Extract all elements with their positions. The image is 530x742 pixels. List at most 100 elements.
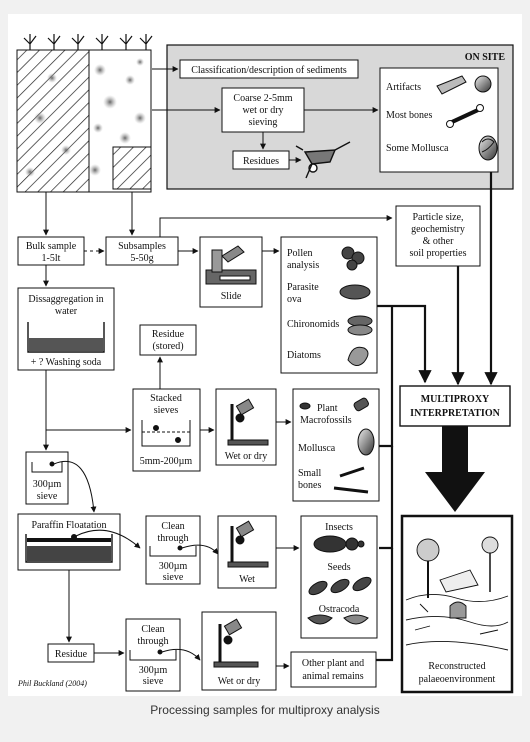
- stacked-line-1: Stacked: [150, 393, 182, 404]
- small-bones-line-1: Small: [298, 468, 322, 479]
- residue-stored-line-2: (stored): [152, 341, 183, 352]
- diatoms-label: Diatoms: [287, 350, 321, 361]
- figure-caption: Processing samples for multiproxy analys…: [150, 703, 380, 717]
- diatom-icon: [347, 346, 369, 366]
- water-tank-icon: [27, 322, 105, 353]
- microscope-icon-2: [227, 520, 269, 568]
- disaggregation-box: [17, 287, 115, 371]
- wet-or-dry-label-2: Wet or dry: [218, 676, 261, 687]
- subsamples-box: [105, 236, 179, 266]
- multiproxy-box: [399, 385, 511, 427]
- sieve300-3-line-2: sieve: [143, 676, 164, 687]
- credit-text: Phil Buckland (2004): [17, 679, 87, 688]
- slide-label: Slide: [221, 291, 242, 302]
- clean-2-line-1: Clean: [141, 624, 164, 635]
- bulk-line-1: Bulk sample: [26, 241, 77, 252]
- wheelbarrow-icon: [295, 141, 351, 179]
- multiproxy-line-2: INTERPRETATION: [410, 408, 500, 419]
- reconstructed-line-1: Reconstructed: [428, 661, 485, 672]
- coarse-line-1: Coarse 2-5mm: [233, 93, 292, 104]
- pollen-grain-icon: [341, 246, 365, 271]
- stacked-range-label: 5mm-200µm: [140, 456, 193, 467]
- wet-label: Wet: [239, 574, 255, 585]
- snail-shell-icon: [478, 135, 498, 161]
- stacked-line-2: sieves: [154, 405, 179, 416]
- floatation-tank-icon: [25, 534, 113, 563]
- finds-artifacts: Artifacts: [386, 82, 421, 93]
- other-remains-box: [290, 651, 377, 688]
- insects-label: Insects: [325, 522, 353, 533]
- sieve300-box-1: [25, 451, 69, 505]
- plant-line-1: Plant: [317, 403, 338, 414]
- bulk-line-2: 1-5lt: [42, 253, 61, 264]
- residue-label: Residue: [55, 649, 88, 660]
- parasite-line-1: Parasite: [287, 282, 319, 293]
- chironomids-label: Chironomids: [287, 319, 339, 330]
- wet-or-dry-label-1: Wet or dry: [225, 451, 268, 462]
- other-remains-line-2: animal remains: [302, 671, 363, 682]
- pollen-line-1: Pollen: [287, 248, 313, 259]
- pollen-line-2: analysis: [287, 260, 319, 271]
- sieve300-2-line-1: 300µm: [159, 561, 188, 572]
- disagg-line-1: Dissaggregation in: [28, 294, 103, 305]
- sieve300-1-line-1: 300µm: [33, 479, 62, 490]
- beetle-icon: [313, 535, 365, 553]
- classification-label: Classification/description of sediments: [191, 65, 347, 76]
- slide-microscope-icon: [205, 245, 257, 285]
- ostracoda-label: Ostracoda: [319, 604, 360, 615]
- sieve300-3-line-1: 300µm: [139, 665, 168, 676]
- subsamples-line-2: 5-50g: [130, 253, 153, 264]
- classification-box: [179, 59, 359, 79]
- landscape-illustration: [405, 536, 509, 651]
- sediment-section-illustration: [16, 34, 153, 193]
- multiproxy-line-1: MULTIPROXY: [421, 394, 490, 405]
- subsamples-line-1: Subsamples: [118, 241, 166, 252]
- mollusca-label: Mollusca: [298, 443, 336, 454]
- small-bones-icon: [333, 466, 369, 494]
- clean-1-line-2: through: [157, 533, 188, 544]
- seeds-icon: [308, 576, 372, 596]
- small-bones-line-2: bones: [298, 480, 321, 491]
- clean-2-line-2: through: [137, 636, 168, 647]
- parasite-line-2: ova: [287, 294, 302, 305]
- coarse-sieving-box: [221, 87, 305, 133]
- stacked-sieve-icon: [141, 420, 191, 447]
- ball-artifact-icon: [474, 75, 492, 93]
- particle-size-box: [395, 205, 481, 267]
- finds-mollusca: Some Mollusca: [386, 143, 449, 154]
- onsite-title: ON SITE: [465, 52, 506, 63]
- washing-soda-label: + ? Washing soda: [31, 357, 102, 368]
- coarse-line-2: wet or dry: [242, 105, 283, 116]
- paraffin-label: Paraffin Floatation: [31, 520, 106, 531]
- sieve300-1-line-2: sieve: [37, 491, 58, 502]
- microscope-icon-3: [213, 618, 259, 668]
- plant-macrofossil-icon: [299, 397, 369, 412]
- chironomid-icon: [347, 315, 373, 336]
- sieve300-2-line-2: sieve: [163, 572, 184, 583]
- flint-artifact-icon: [436, 75, 467, 95]
- clean-1-line-1: Clean: [161, 521, 184, 532]
- other-remains-line-1: Other plant and: [302, 658, 364, 669]
- particle-line-4: soil properties: [410, 248, 467, 259]
- residue-stored-line-1: Residue: [152, 329, 185, 340]
- residue-stored-box: [139, 324, 197, 356]
- clean-through-box-1: [145, 515, 201, 585]
- bulk-sample-box: [17, 236, 85, 266]
- disagg-line-2: water: [55, 306, 78, 317]
- ostracod-icon: [307, 614, 369, 625]
- finds-bones: Most bones: [386, 110, 433, 121]
- parasite-ova-icon: [339, 284, 371, 300]
- collector-lines: [376, 304, 432, 662]
- microscope-icon-1: [227, 398, 269, 446]
- reconstructed-line-2: palaeoenvironment: [419, 674, 496, 685]
- seeds-label: Seeds: [327, 562, 350, 573]
- particle-line-1: Particle size,: [412, 212, 463, 223]
- particle-line-3: & other: [423, 236, 454, 247]
- mollusc-shell-icon: [357, 428, 375, 456]
- plant-line-2: Macrofossils: [300, 415, 352, 426]
- residues-label: Residues: [243, 156, 279, 167]
- sieve-icon-3: [129, 649, 177, 661]
- coarse-line-3: sieving: [249, 117, 278, 128]
